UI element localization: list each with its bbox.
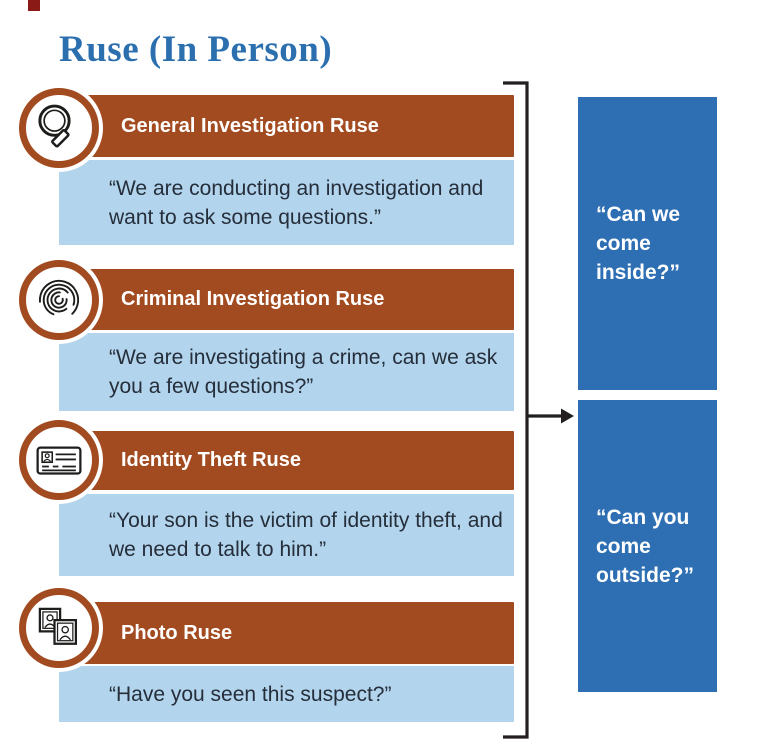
crop-artifact xyxy=(28,0,40,11)
quote-text: “We are conducting an investigation and … xyxy=(109,176,484,229)
header-bar-identity-theft: Identity Theft Ruse xyxy=(59,431,514,490)
header-bar-general-investigation: General Investigation Ruse xyxy=(59,95,514,157)
quote-text: “Your son is the victim of identity thef… xyxy=(109,509,503,561)
header-label: Criminal Investigation Ruse xyxy=(121,288,385,310)
quote-box-criminal-investigation: “We are investigating a crime, can we as… xyxy=(59,333,514,411)
quote-box-photo-ruse: “Have you seen this suspect?” xyxy=(59,666,514,722)
outcome-box-come-inside: “Can we come inside?” xyxy=(578,97,717,390)
icon-badge-general-investigation xyxy=(19,88,99,168)
page-title: Ruse (In Person) xyxy=(59,29,333,70)
icon-badge-photo-ruse xyxy=(19,588,99,668)
quote-text: “We are investigating a crime, can we as… xyxy=(109,346,498,398)
outcome-label: “Can you come outside?” xyxy=(596,505,694,587)
icon-badge-identity-theft xyxy=(19,420,99,500)
quote-box-general-investigation: “We are conducting an investigation and … xyxy=(59,160,514,245)
header-label: Identity Theft Ruse xyxy=(121,449,302,471)
header-label: Photo Ruse xyxy=(121,621,233,644)
outcome-label: “Can we come inside?” xyxy=(596,203,681,284)
fingerprint-icon xyxy=(38,279,80,321)
icon-badge-criminal-investigation xyxy=(19,260,99,340)
header-bar-criminal-investigation: Criminal Investigation Ruse xyxy=(59,269,514,330)
outcome-box-come-outside: “Can you come outside?” xyxy=(578,400,717,692)
quote-text: “Have you seen this suspect?” xyxy=(109,682,392,706)
header-label: General Investigation Ruse xyxy=(121,114,379,137)
magnifier-icon xyxy=(38,104,71,148)
quote-box-identity-theft: “Your son is the victim of identity thef… xyxy=(59,494,514,576)
header-bar-photo-ruse: Photo Ruse xyxy=(59,602,514,664)
id-card-icon xyxy=(36,446,82,475)
photos-icon xyxy=(38,607,77,645)
